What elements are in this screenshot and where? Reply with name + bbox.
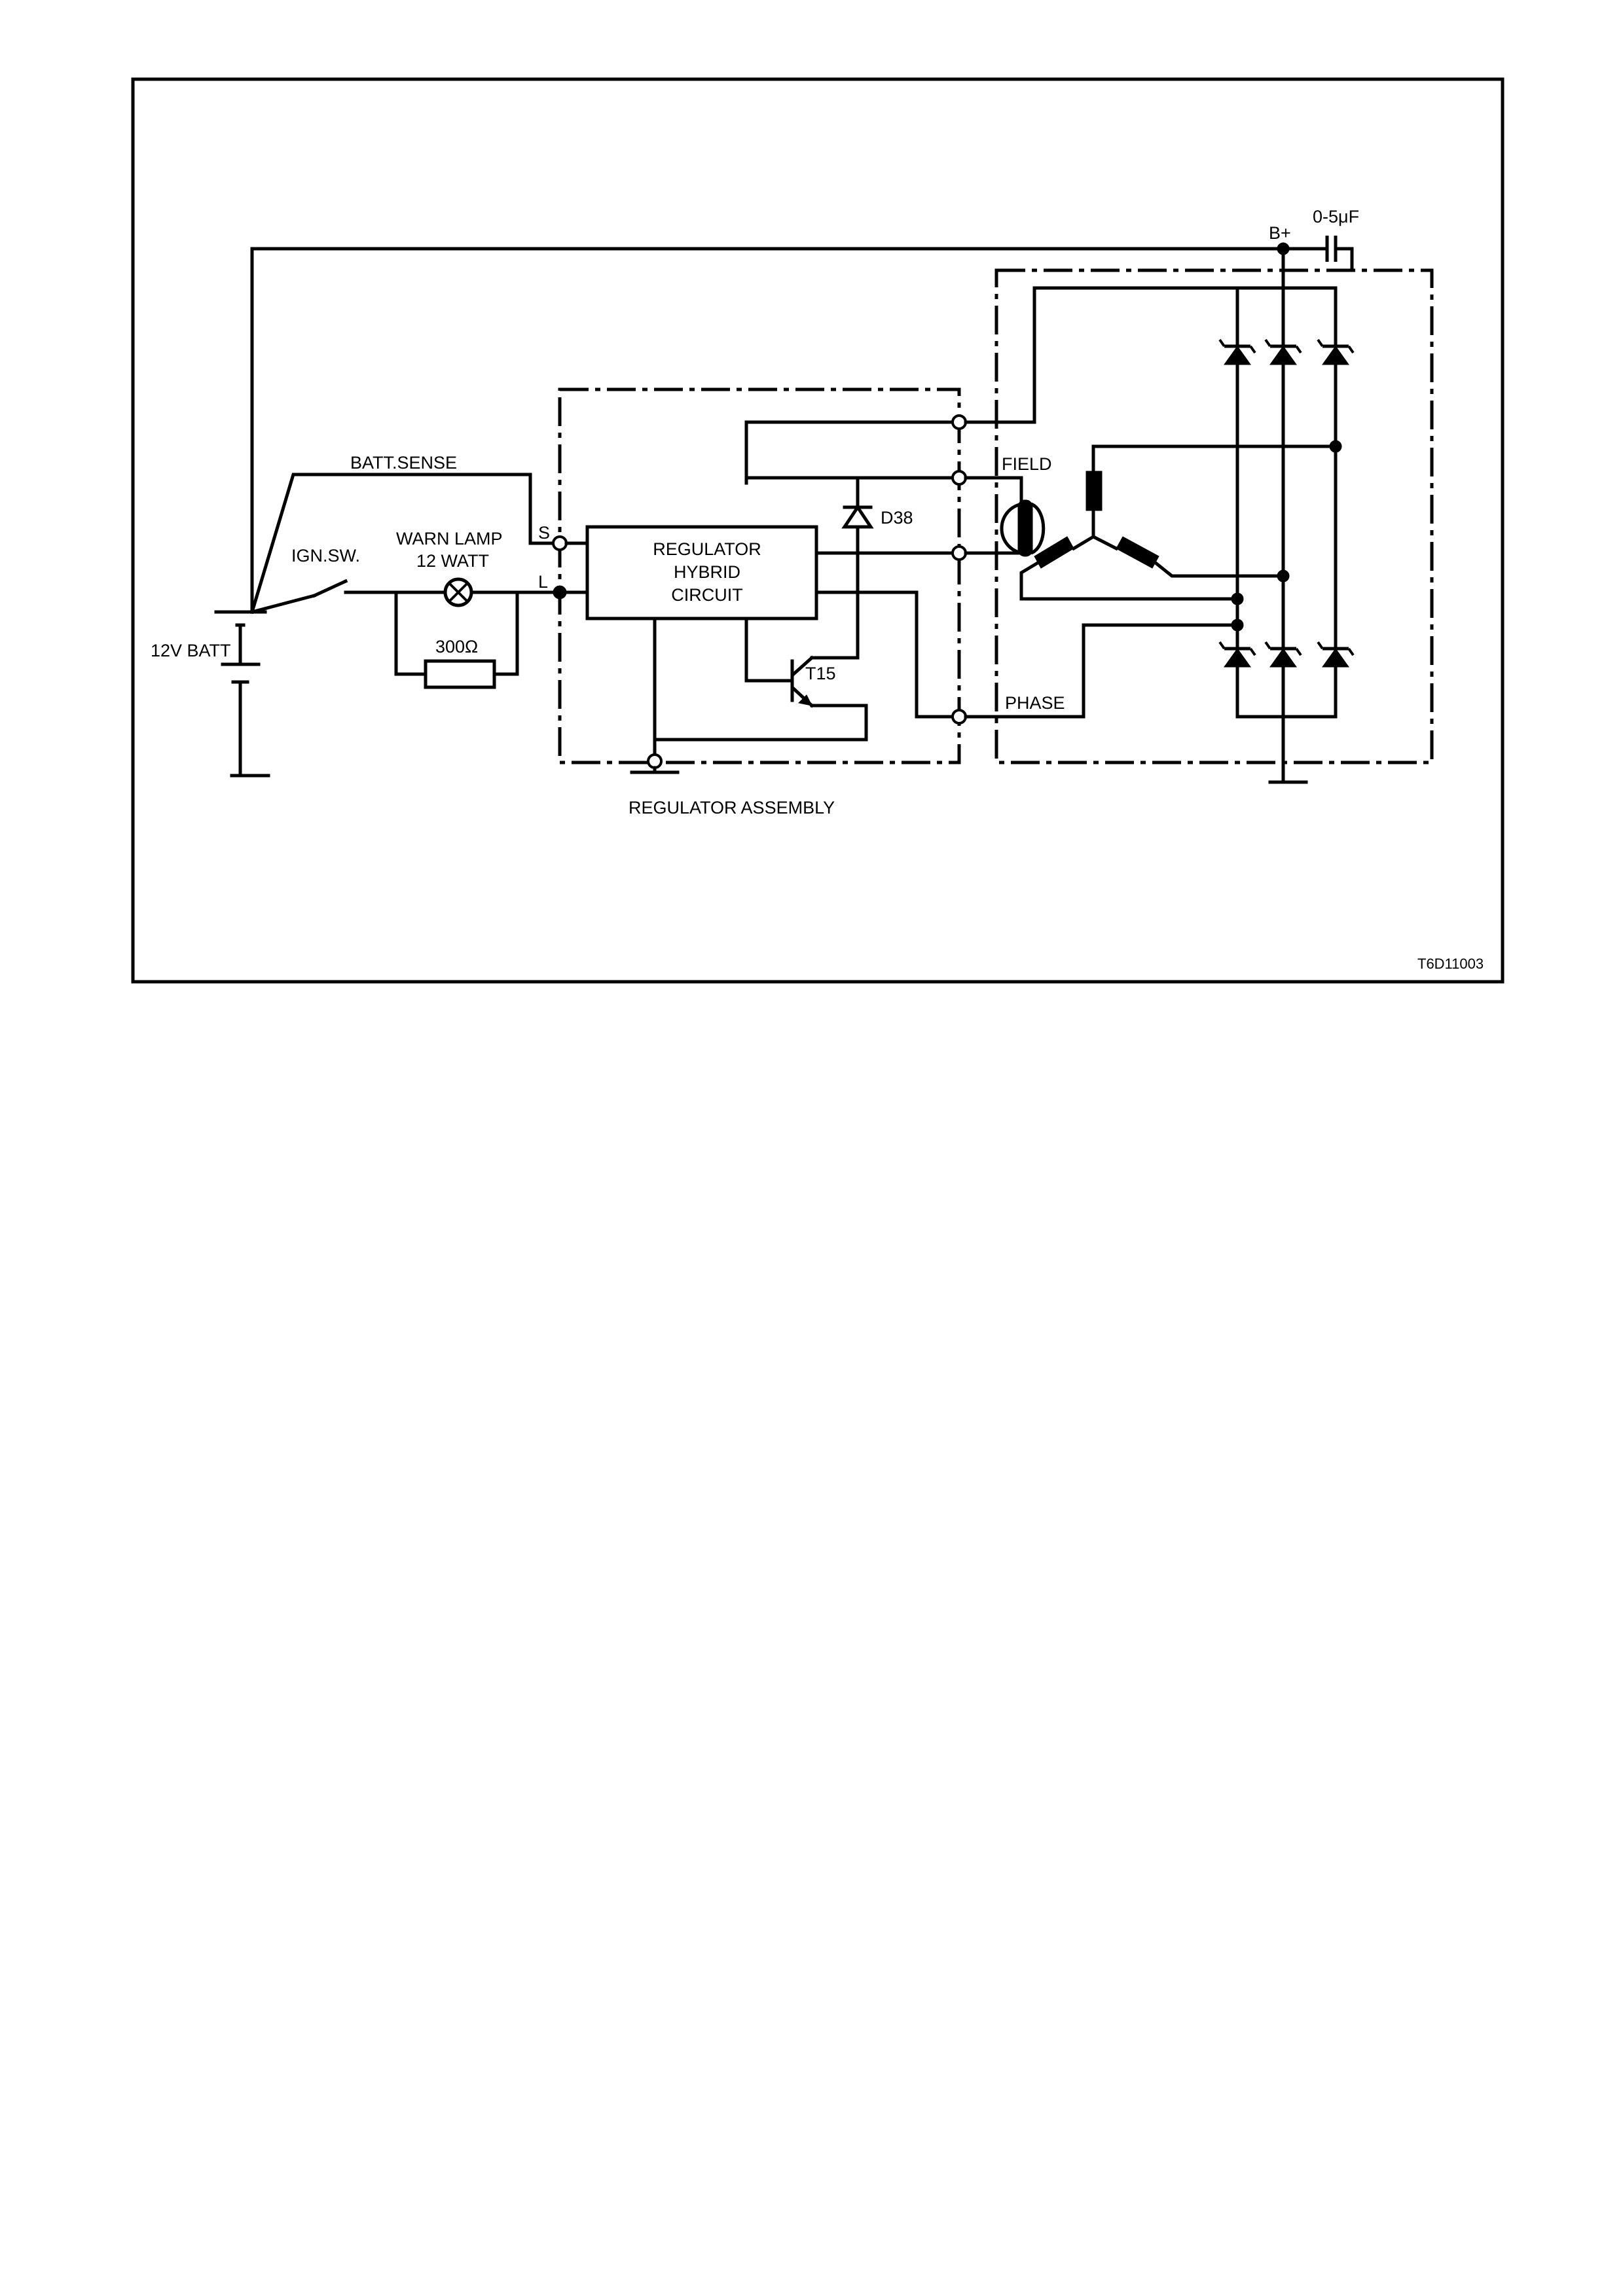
regulator-assembly-label: REGULATOR ASSEMBLY — [629, 798, 835, 817]
ground-icon — [632, 768, 678, 772]
batt-sense-label: BATT.SENSE — [350, 453, 457, 473]
connector-field-2 — [953, 547, 966, 560]
node-c — [1231, 593, 1243, 605]
node-b — [1277, 570, 1289, 582]
battery-label: 12V BATT — [151, 641, 231, 660]
warn-lamp-symbol — [396, 579, 560, 605]
node-a — [1330, 440, 1341, 452]
diode-d38-label: D38 — [881, 508, 913, 528]
terminal-l — [553, 586, 566, 599]
phase-label: PHASE — [1005, 693, 1065, 713]
node-d — [1231, 619, 1243, 631]
regulator-label-3: CIRCUIT — [671, 585, 743, 605]
ign-sw-label: IGN.SW. — [291, 546, 360, 565]
capacitor-label: 0-5μF — [1313, 207, 1359, 226]
connector-field-1 — [953, 471, 966, 484]
terminal-s-label: S — [538, 523, 550, 543]
resistor-label: 300Ω — [435, 637, 478, 656]
rectifier-bridge — [1237, 249, 1336, 782]
field-label: FIELD — [1002, 454, 1052, 474]
regulator-label-2: HYBRID — [674, 562, 740, 582]
figure-reference: T6D11003 — [1417, 956, 1484, 972]
transistor-t15-label: T15 — [805, 664, 836, 683]
capacitor-symbol — [1311, 236, 1352, 270]
regulator-label-1: REGULATOR — [653, 539, 761, 559]
alternator-boundary — [996, 270, 1432, 762]
regulator-ground-terminal — [648, 755, 661, 768]
connector-bplus — [953, 416, 966, 429]
connector-phase — [953, 710, 966, 723]
field-winding — [1002, 500, 1044, 556]
warn-lamp-label-1: WARN LAMP — [396, 529, 503, 548]
battery-symbol — [216, 612, 268, 776]
diode-d38 — [812, 478, 871, 658]
b-plus-label: B+ — [1269, 223, 1291, 243]
terminal-s — [553, 537, 566, 550]
terminal-l-label: L — [538, 572, 548, 592]
warn-lamp-label-2: 12 WATT — [416, 551, 489, 571]
node-bplus — [1277, 243, 1289, 255]
ignition-switch — [252, 581, 396, 612]
